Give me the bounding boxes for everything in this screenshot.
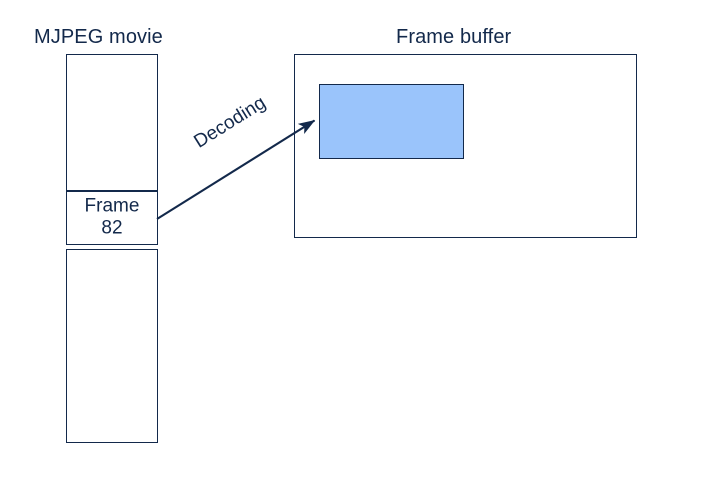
decoded-frame-rect xyxy=(319,84,464,159)
decoding-arrow-line xyxy=(156,119,316,220)
current-frame-label-line2: 82 xyxy=(101,218,123,239)
decoding-arrow-label: Decoding xyxy=(190,92,270,153)
film-strip-cell-current-frame[interactable]: Frame 82 xyxy=(66,191,158,245)
film-strip-cell-frames-above xyxy=(66,54,158,191)
current-frame-label: Frame 82 xyxy=(67,196,157,241)
frame-buffer-title: Frame buffer xyxy=(396,26,512,48)
current-frame-label-line1: Frame xyxy=(84,195,140,217)
film-strip-cell-frames-below xyxy=(66,249,158,443)
mjpeg-film-strip: Frame 82 xyxy=(66,54,158,443)
mjpeg-movie-title: MJPEG movie xyxy=(34,26,163,48)
